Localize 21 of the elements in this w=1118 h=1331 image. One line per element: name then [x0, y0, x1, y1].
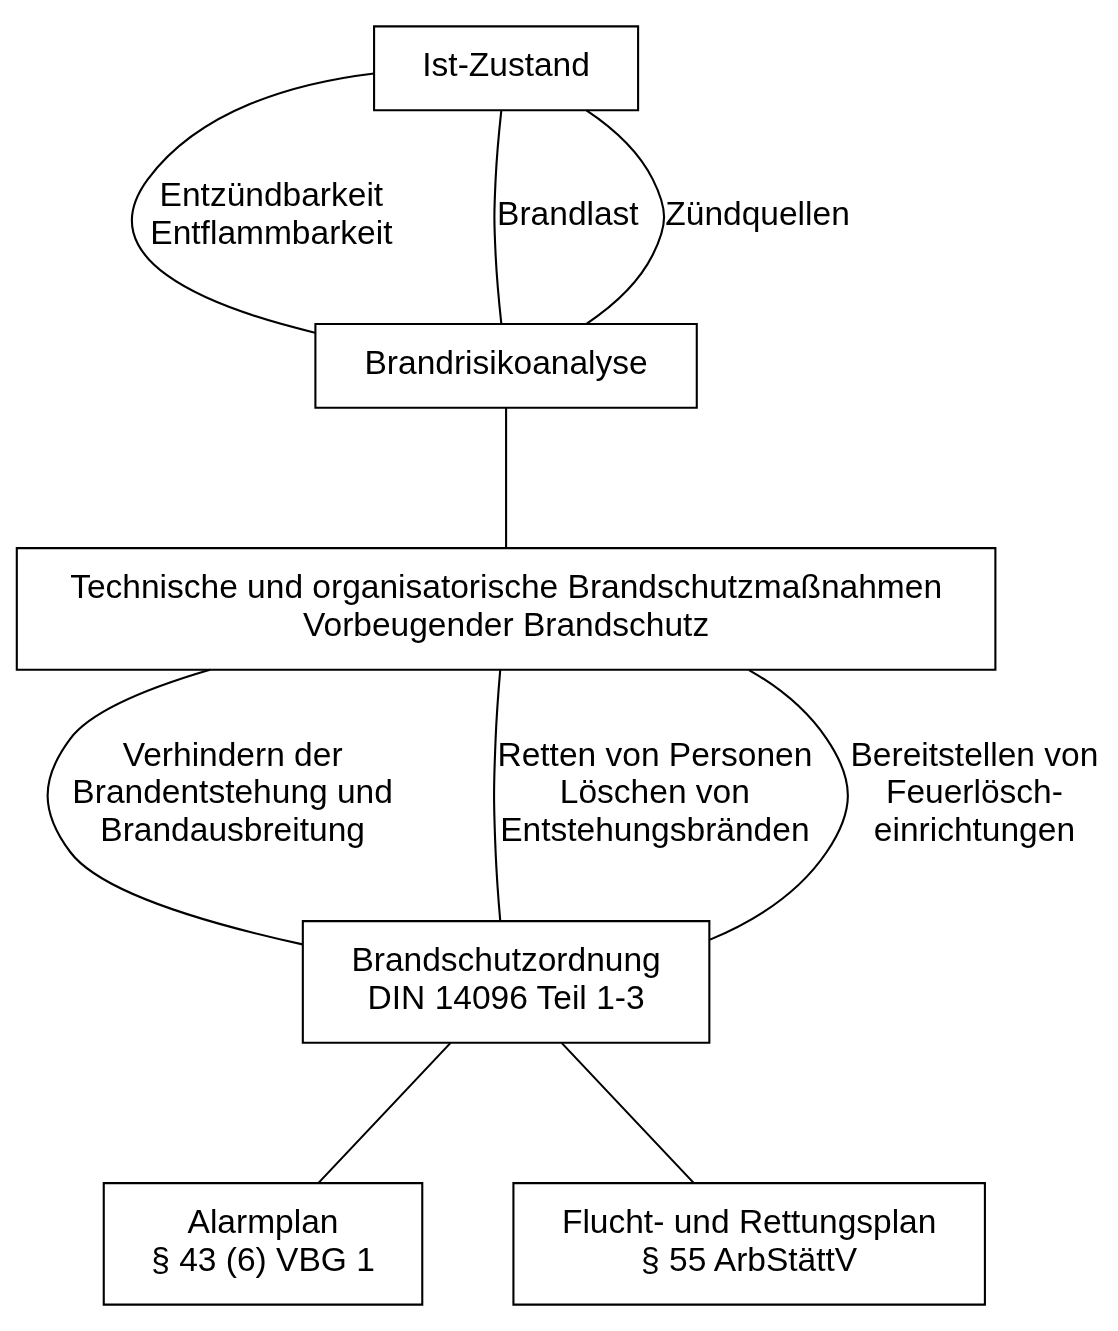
node-box: Ist-Zustand: [373, 25, 640, 112]
connector: [561, 1042, 695, 1184]
connector: [131, 72, 375, 334]
node-box: Brandschutzordnung DIN 14096 Teil 1-3: [301, 920, 711, 1044]
connector: [493, 110, 503, 324]
connector: [709, 669, 849, 941]
edge-label: Zündquellen: [665, 195, 850, 233]
node-box: Flucht- und Rettungsplan § 55 ArbStättV: [512, 1182, 986, 1306]
connector: [505, 407, 508, 548]
node-box: Alarmplan § 43 (6) VBG 1: [102, 1182, 424, 1306]
edge-label: Entzündbarkeit Entflammbarkeit: [150, 176, 393, 251]
connector: [46, 668, 303, 946]
node-box: Brandrisikoanalyse: [314, 322, 698, 409]
edge-label: Verhindern der Brandentstehung und Brandausbreitung: [72, 735, 393, 849]
connector: [317, 1042, 452, 1184]
node-box: Technische und organisatorische Brandschutzmaßnahmen Vorbeugender Brandschutz: [15, 547, 997, 671]
edge-label: Retten von Personen Löschen von Entstehungsbränden: [497, 735, 813, 849]
connector: [585, 109, 666, 325]
edge-label: Brandlast: [497, 195, 639, 233]
edge-label: Bereitstellen von Feuerlösch- einrichtungen: [850, 735, 1099, 849]
connector: [493, 670, 502, 921]
